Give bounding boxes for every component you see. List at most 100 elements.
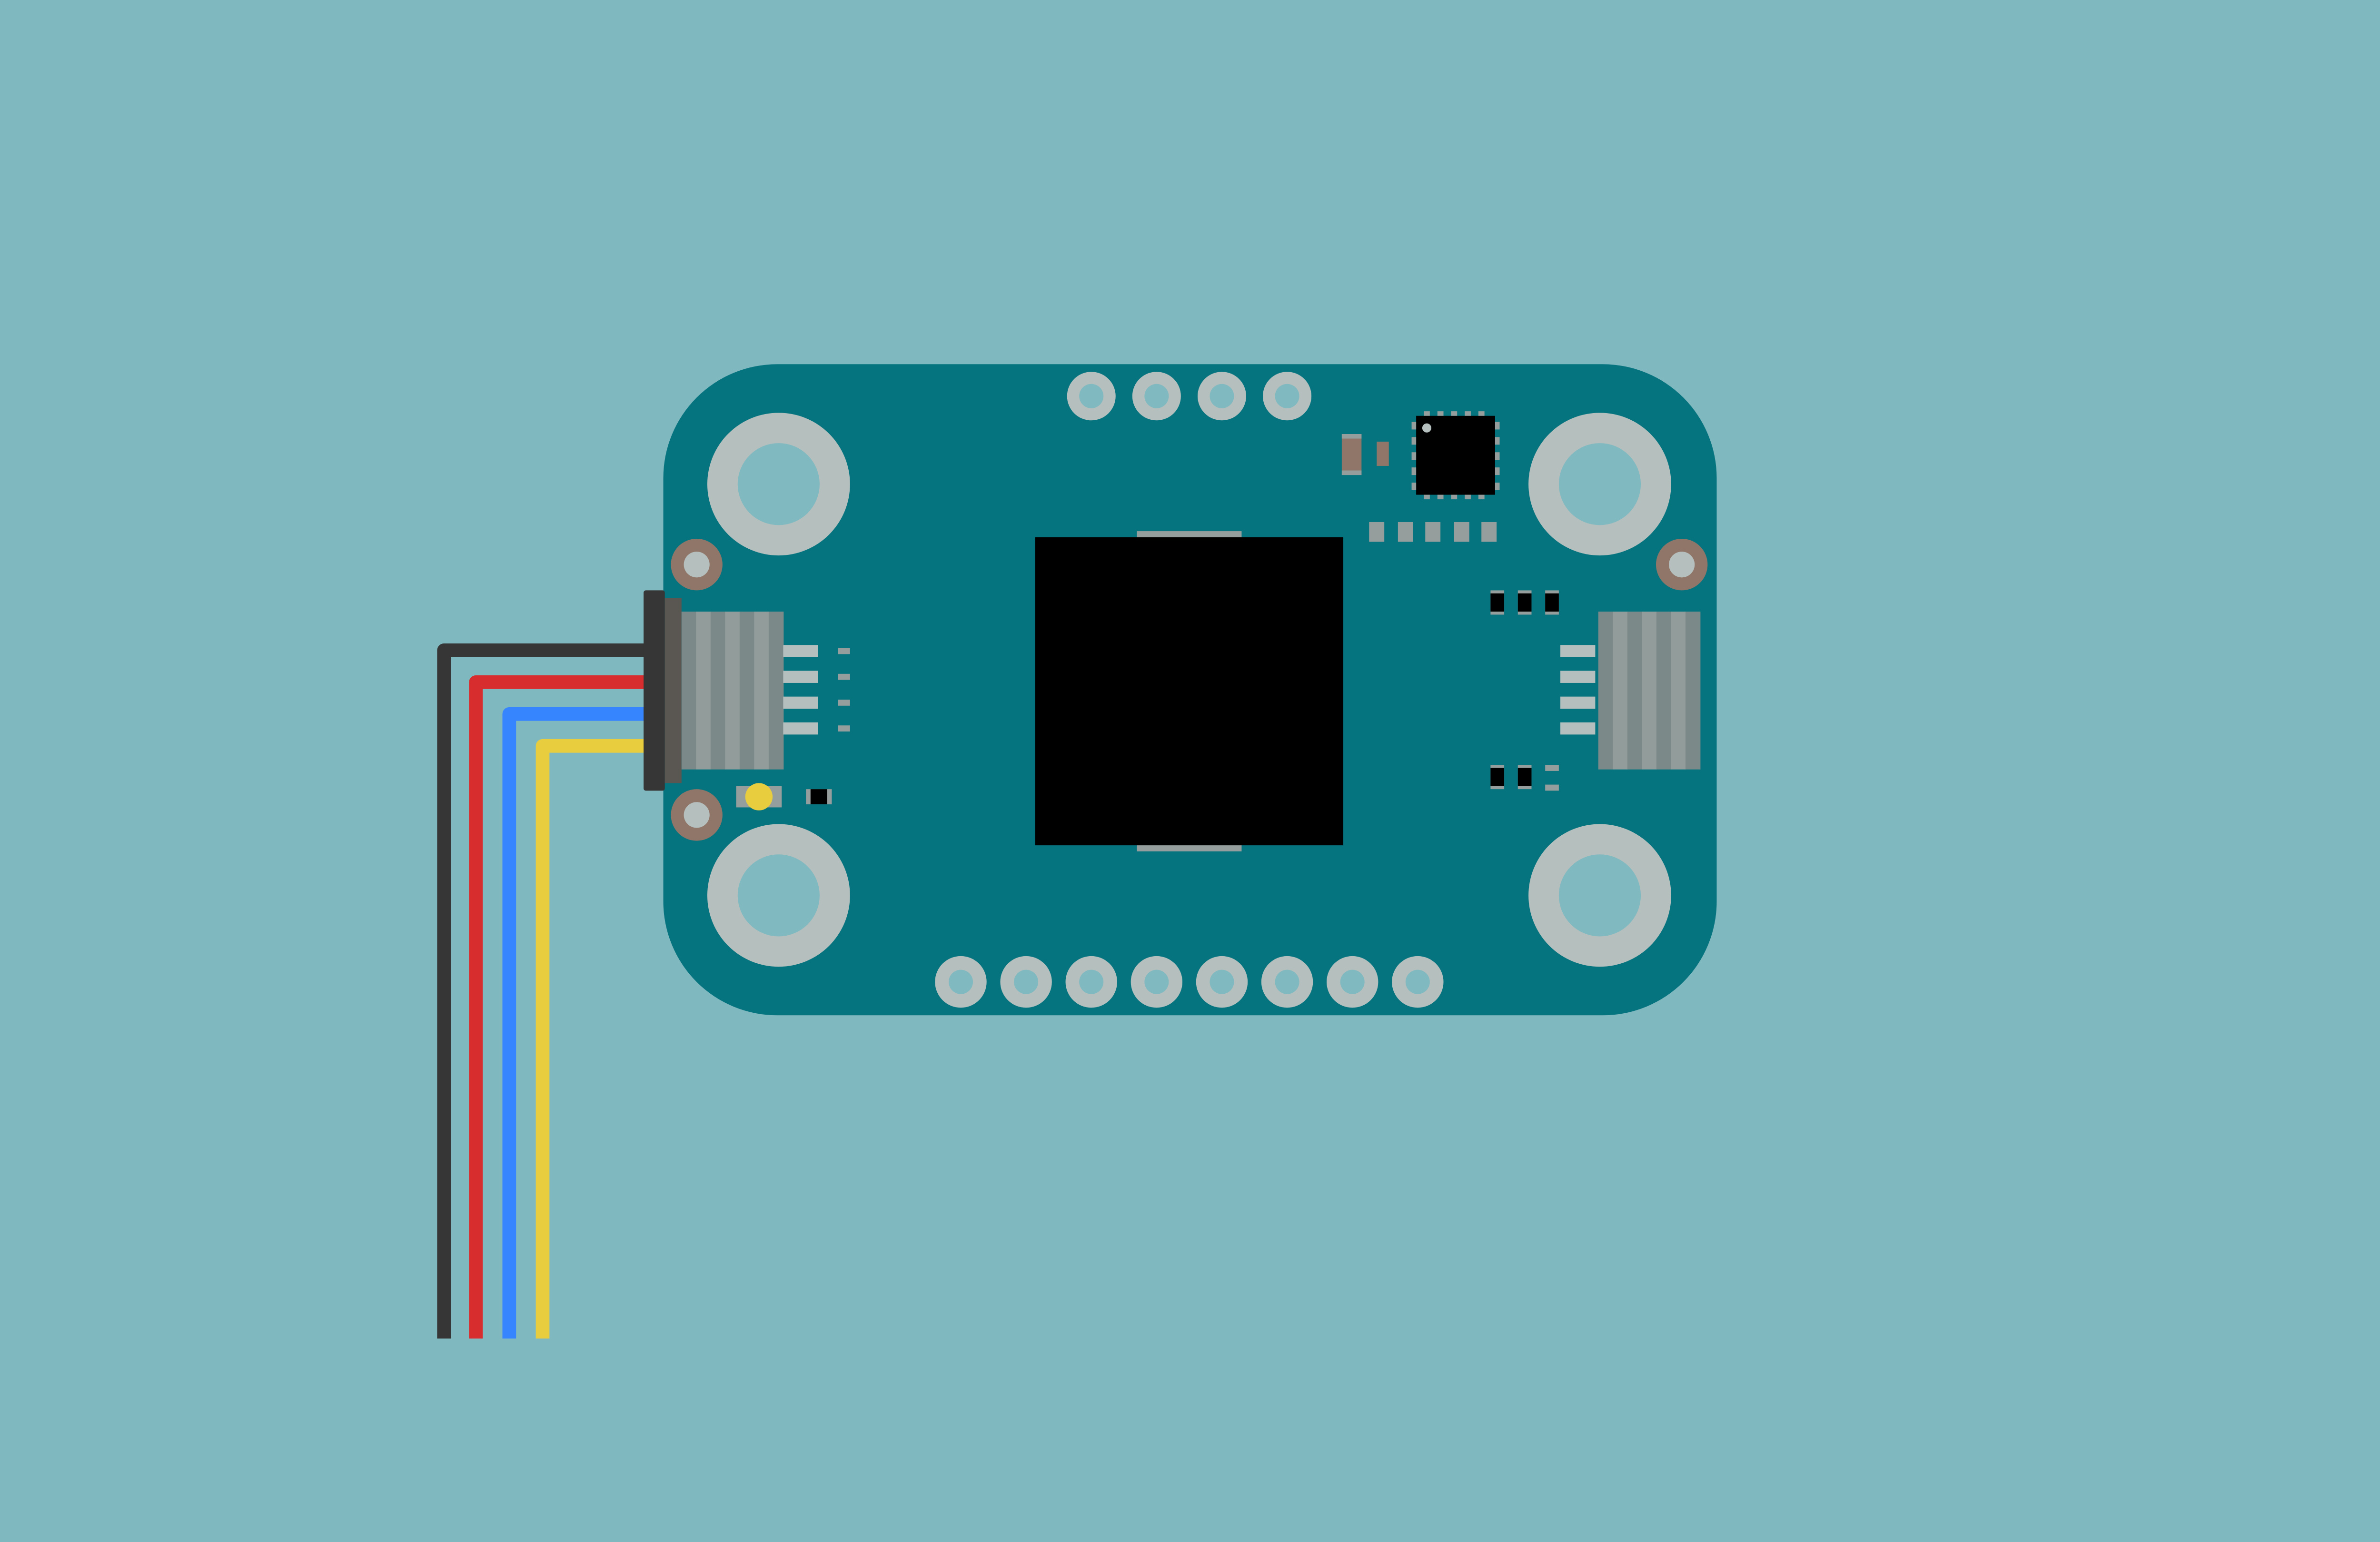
left-connector xyxy=(644,590,850,791)
ic-pad xyxy=(1495,422,1500,430)
connector-stripe xyxy=(1598,612,1614,770)
header-pin-hole xyxy=(1079,969,1104,994)
smd-part xyxy=(1517,768,1532,786)
ic-pad xyxy=(1478,494,1485,500)
connector-stripe xyxy=(754,612,769,770)
mounting-hole-center xyxy=(737,854,820,937)
ic-pad xyxy=(1465,411,1471,416)
connector-pin xyxy=(1560,645,1596,657)
smd-pad xyxy=(1545,784,1559,791)
connector-stripe xyxy=(1656,612,1672,770)
smd-components xyxy=(1490,590,1559,791)
wire-yellow xyxy=(536,739,647,1339)
capacitor xyxy=(1341,434,1362,475)
pcb-illustration xyxy=(437,364,1717,1339)
ic-pad xyxy=(1451,494,1458,500)
smd-resistor-body xyxy=(810,789,827,805)
connector-stripe xyxy=(1671,612,1686,770)
wire-red xyxy=(469,675,647,1339)
ic-pad xyxy=(1411,437,1417,445)
connector-stripe xyxy=(725,612,740,770)
connector-plug xyxy=(644,590,665,791)
screws xyxy=(671,539,1708,841)
connector-pad xyxy=(838,700,850,706)
resistor xyxy=(1377,441,1389,466)
ic-pad xyxy=(1411,467,1417,475)
wire-blue xyxy=(502,707,647,1339)
connector-pin xyxy=(783,696,818,709)
ic-pad xyxy=(1465,494,1471,500)
led-indicator xyxy=(745,783,773,811)
connector-pin xyxy=(1560,671,1596,683)
smd-part xyxy=(1517,593,1532,612)
ic-pad xyxy=(1495,467,1500,475)
connector-stripe xyxy=(1685,612,1701,770)
header-pins xyxy=(935,372,1444,1008)
connector-stripe xyxy=(1613,612,1628,770)
ic-pad xyxy=(1424,494,1430,500)
chip-tab-bottom xyxy=(1137,843,1242,851)
wire-black xyxy=(437,643,647,1339)
ic-pad xyxy=(1495,437,1500,445)
ic-pin1-dot xyxy=(1422,423,1432,433)
small-ic xyxy=(1411,411,1500,500)
capacitor-cap xyxy=(1341,434,1362,439)
pad xyxy=(1369,522,1385,542)
smd-part xyxy=(1490,768,1505,786)
mounting-holes xyxy=(707,413,1671,967)
mounting-hole-center xyxy=(1558,443,1641,525)
connector-stripe xyxy=(696,612,711,770)
smd-part xyxy=(1490,593,1505,612)
header-pin-hole xyxy=(1275,384,1299,408)
ic-pad xyxy=(1451,411,1458,416)
connector-pad xyxy=(838,648,850,654)
ic-pad xyxy=(1411,422,1417,430)
ic-pad xyxy=(1437,494,1444,500)
capacitor-cap xyxy=(1341,470,1362,475)
screw-center xyxy=(1669,552,1695,578)
pad-row xyxy=(1369,522,1497,542)
connector-pin xyxy=(1560,696,1596,709)
ic-pad xyxy=(1437,411,1444,416)
screw-center xyxy=(684,552,710,578)
header-pin-hole xyxy=(1014,969,1039,994)
pad xyxy=(1398,522,1413,542)
ic-pad xyxy=(1478,411,1485,416)
pad xyxy=(1454,522,1469,542)
right-connector xyxy=(1560,612,1701,770)
mounting-hole-center xyxy=(737,443,820,525)
wire-cable xyxy=(437,643,647,1339)
connector-pin xyxy=(783,671,818,683)
header-pin-hole xyxy=(1144,384,1169,408)
ic-pad xyxy=(1411,483,1417,490)
ic-pad xyxy=(1495,452,1500,460)
header-pin-hole xyxy=(1210,969,1234,994)
header-pin-hole xyxy=(1275,969,1299,994)
smd-part xyxy=(1545,593,1559,612)
pad xyxy=(1481,522,1497,542)
connector-pad xyxy=(838,673,850,680)
connector-pad xyxy=(838,725,850,731)
connector-pin xyxy=(783,645,818,657)
ic-pad xyxy=(1495,483,1500,490)
connector-stripe xyxy=(1627,612,1643,770)
pad xyxy=(1425,522,1441,542)
header-pin-hole xyxy=(1079,384,1104,408)
connector-stripe xyxy=(739,612,755,770)
connector-latch xyxy=(664,598,682,783)
connector-pin xyxy=(783,722,818,735)
chip-tab-top xyxy=(1137,531,1242,539)
connector-stripe xyxy=(710,612,726,770)
header-pin-hole xyxy=(948,969,973,994)
ic-pad xyxy=(1411,452,1417,460)
screw-center xyxy=(684,802,710,828)
connector-stripe xyxy=(768,612,784,770)
connector-stripe xyxy=(1642,612,1657,770)
connector-stripe xyxy=(681,612,697,770)
mounting-hole-center xyxy=(1558,854,1641,937)
header-pin-hole xyxy=(1144,969,1169,994)
header-pin-hole xyxy=(1405,969,1430,994)
smd-pad xyxy=(1545,765,1559,771)
connector-pin xyxy=(1560,722,1596,735)
header-pin-hole xyxy=(1340,969,1365,994)
